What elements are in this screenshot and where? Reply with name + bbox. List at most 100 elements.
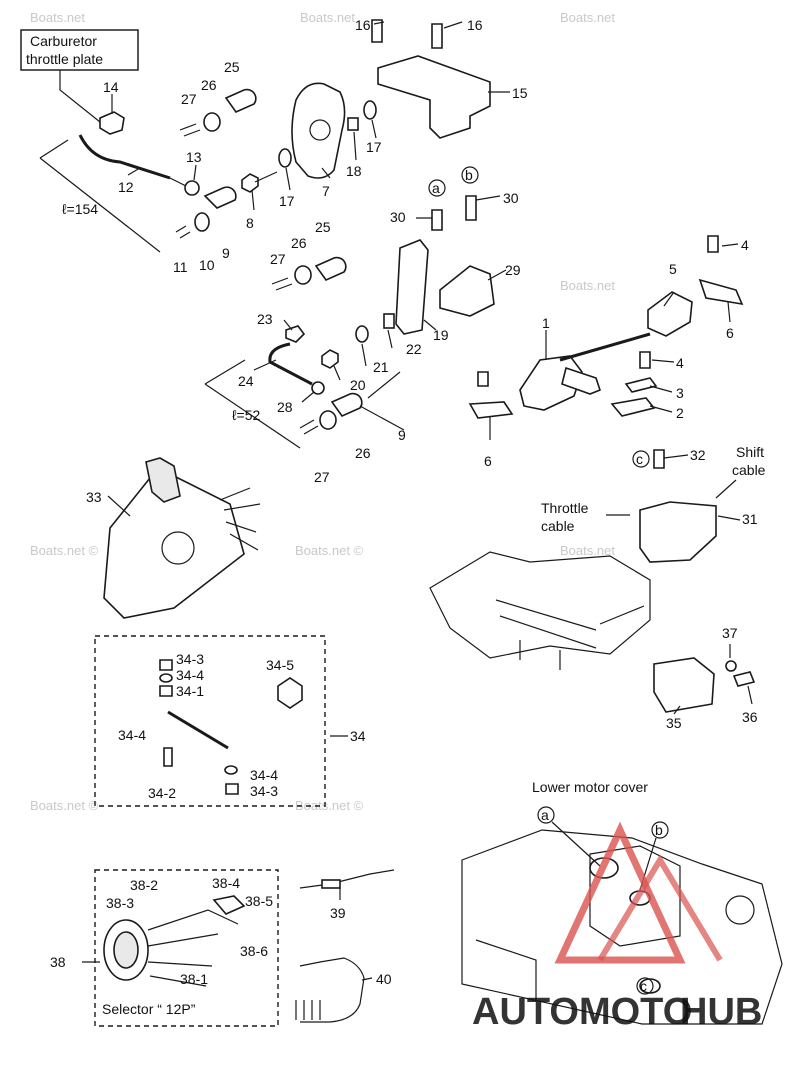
part-label-38-3: 38-3 xyxy=(106,895,134,911)
part-label-26: 26 xyxy=(201,77,217,93)
part-label-27: 27 xyxy=(270,251,286,267)
part-label-20: 20 xyxy=(350,377,366,393)
part-label-2: 2 xyxy=(676,405,684,421)
upper-linkage xyxy=(78,19,491,239)
part-label-19: 19 xyxy=(433,327,449,343)
part-label-37: 37 xyxy=(722,625,738,641)
part-label-23: 23 xyxy=(257,311,273,327)
circle-mark-b: b xyxy=(655,822,663,838)
watermark: Boats.net xyxy=(560,278,615,293)
part-label-39: 39 xyxy=(330,905,346,921)
part-label-15: 15 xyxy=(512,85,528,101)
kit-38: Selector “ 12P” xyxy=(94,869,279,1027)
part-label-13: 13 xyxy=(186,149,202,165)
part-label-34-5: 34-5 xyxy=(266,657,294,673)
part-label-7: 7 xyxy=(322,183,330,199)
callout-text: Lower motor cover xyxy=(532,779,648,795)
dimension-label: ℓ=154 xyxy=(62,201,98,217)
remote-control-box xyxy=(103,457,261,619)
part-label-31: 31 xyxy=(742,511,758,527)
part-label-26: 26 xyxy=(291,235,307,251)
part-label-34-1: 34-1 xyxy=(176,683,204,699)
part-label-4: 4 xyxy=(741,237,749,253)
part-label-34-4: 34-4 xyxy=(118,727,146,743)
part-label-38-1: 38-1 xyxy=(180,971,208,987)
part-label-10: 10 xyxy=(199,257,215,273)
part-label-17: 17 xyxy=(279,193,295,209)
part-label-38-5: 38-5 xyxy=(245,893,273,909)
circle-mark-c: c xyxy=(640,978,647,994)
part-label-30: 30 xyxy=(390,209,406,225)
part-label-16: 16 xyxy=(355,17,371,33)
harness-39-40 xyxy=(295,869,395,1023)
circle-mark-a: a xyxy=(541,807,549,823)
watermark: Boats.net © xyxy=(30,798,99,813)
part-label-38-6: 38-6 xyxy=(240,943,268,959)
circle-mark-a: a xyxy=(432,180,440,196)
callout-text: cable xyxy=(732,462,766,478)
part-label-16: 16 xyxy=(467,17,483,33)
part-label-9: 9 xyxy=(222,245,230,261)
part-labels: 14 16 16 15 25 26 27 13 12 17 18 7 17 8 … xyxy=(50,17,758,987)
callout-text: Shift xyxy=(736,444,764,460)
middle-linkage xyxy=(268,195,495,435)
part-label-28: 28 xyxy=(277,399,293,415)
part-label-34: 34 xyxy=(350,728,366,744)
part-label-38-4: 38-4 xyxy=(212,875,240,891)
part-label-5: 5 xyxy=(669,261,677,277)
part-label-17: 17 xyxy=(366,139,382,155)
shift-shaft-assembly xyxy=(468,235,744,419)
circle-mark-b: b xyxy=(465,167,473,183)
part-label-25: 25 xyxy=(315,219,331,235)
part-label-6: 6 xyxy=(484,453,492,469)
leader-lines xyxy=(82,21,753,981)
mount-bracket xyxy=(653,657,756,713)
watermark: Boats.net © xyxy=(30,543,99,558)
part-label-33: 33 xyxy=(86,489,102,505)
part-label-24: 24 xyxy=(238,373,254,389)
carb-callout: Carburetor throttle plate xyxy=(20,29,139,123)
callout-text: Selector “ 12P” xyxy=(102,1001,196,1017)
engine-frame xyxy=(429,551,651,670)
watermark: Boats.net xyxy=(300,10,355,25)
watermark: Boats.net © xyxy=(295,798,364,813)
logo-text-automoto: AUTOMOTO xyxy=(472,991,692,1033)
part-label-12: 12 xyxy=(118,179,134,195)
part-label-1: 1 xyxy=(542,315,550,331)
part-label-9: 9 xyxy=(398,427,406,443)
part-label-30: 30 xyxy=(503,190,519,206)
part-label-34-4: 34-4 xyxy=(250,767,278,783)
callout-text: Carburetor xyxy=(30,33,97,49)
part-label-29: 29 xyxy=(505,262,521,278)
part-label-3: 3 xyxy=(676,385,684,401)
automotohub-logo: AUTOMOTO HUB xyxy=(472,821,762,1033)
part-label-22: 22 xyxy=(406,341,422,357)
dimension-lower: ℓ=52 xyxy=(204,359,301,449)
part-label-14: 14 xyxy=(103,79,119,95)
part-label-34-4: 34-4 xyxy=(176,667,204,683)
part-label-18: 18 xyxy=(346,163,362,179)
part-label-26: 26 xyxy=(355,445,371,461)
callout-text: cable xyxy=(541,518,575,534)
lower-motor-cover: Lower motor cover xyxy=(461,779,783,1025)
watermark: Boats.net xyxy=(560,10,615,25)
dimension-label: ℓ=52 xyxy=(232,407,260,423)
part-label-34-3: 34-3 xyxy=(250,783,278,799)
watermark: Boats.net xyxy=(560,543,615,558)
logo-text-hub: HUB xyxy=(680,991,762,1033)
callout-text: Throttle xyxy=(541,500,589,516)
part-label-32: 32 xyxy=(690,447,706,463)
dimension-upper: ℓ=154 xyxy=(39,139,161,253)
part-label-40: 40 xyxy=(376,971,392,987)
watermark: Boats.net © xyxy=(295,543,364,558)
part-label-27: 27 xyxy=(314,469,330,485)
part-label-8: 8 xyxy=(246,215,254,231)
part-label-38: 38 xyxy=(50,954,66,970)
cable-bracket: Throttle cable Shift cable xyxy=(541,444,766,563)
watermarks: Boats.net Boats.net Boats.net Boats.net … xyxy=(30,10,615,813)
part-label-36: 36 xyxy=(742,709,758,725)
part-label-27: 27 xyxy=(181,91,197,107)
part-label-25: 25 xyxy=(224,59,240,75)
part-label-21: 21 xyxy=(373,359,389,375)
kit-34 xyxy=(94,635,326,807)
